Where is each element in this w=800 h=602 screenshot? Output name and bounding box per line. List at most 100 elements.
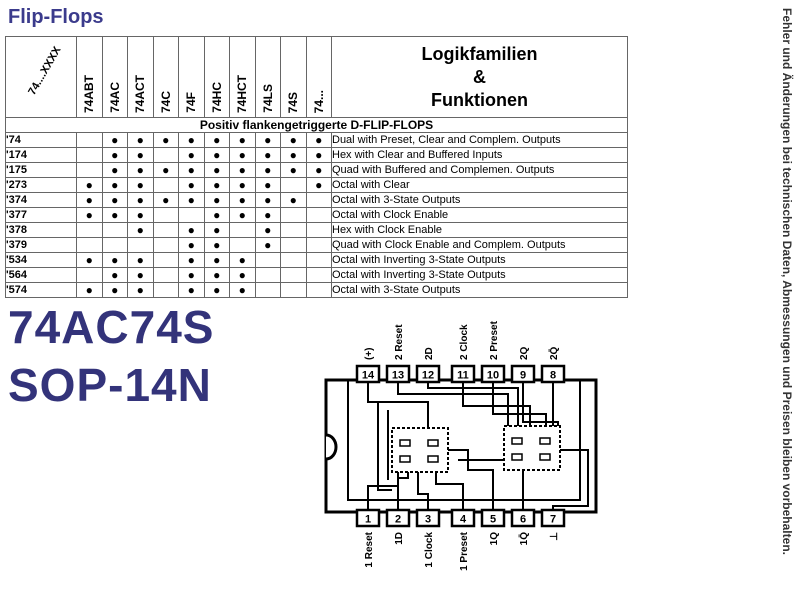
disclaimer-note: Fehler und Änderungen bei technischen Da… <box>780 8 794 555</box>
type-code: '377 <box>5 207 77 223</box>
availability-dot: ● <box>101 147 128 163</box>
empty-cell <box>152 177 179 193</box>
availability-dot: ● <box>203 177 230 193</box>
column-header: 74AC <box>101 36 128 118</box>
section-row: Positiv flankengetriggerte D-FLIP-FLOPS <box>5 117 628 133</box>
column-header: 74... <box>305 36 332 118</box>
availability-dot: ● <box>178 192 205 208</box>
availability-dot: ● <box>229 192 256 208</box>
availability-dot: ● <box>254 207 281 223</box>
table-row: '379●●●Quad with Clock Enable and Comple… <box>5 237 628 253</box>
pin-number: 1 <box>365 514 371 526</box>
pin-label: 2Q <box>519 346 530 360</box>
column-label: 74HC <box>209 82 224 113</box>
empty-cell <box>101 237 128 253</box>
pin-label: 2 Reset <box>394 324 405 360</box>
empty-cell <box>305 252 332 268</box>
table-header-row: 74....XXXX 74ABT 74AC 74ACT 74C 74F 74HC… <box>5 36 628 118</box>
table-row: '174●●●●●●●●Hex with Clear and Buffered … <box>5 147 628 163</box>
pin-box <box>450 364 476 384</box>
empty-cell <box>76 147 103 163</box>
empty-cell <box>76 237 103 253</box>
function-description: Octal with Inverting 3-State Outputs <box>331 252 628 268</box>
empty-cell <box>280 267 307 283</box>
pin-label: 2 Clock <box>459 324 470 360</box>
flip-flop-table: 74....XXXX 74ABT 74AC 74ACT 74C 74F 74HC… <box>5 36 628 298</box>
function-description: Octal with Clock Enable <box>331 207 628 223</box>
type-code: '175 <box>5 162 77 178</box>
empty-cell <box>305 207 332 223</box>
availability-dot: ● <box>203 132 230 148</box>
package-name: SOP-14N <box>8 359 212 411</box>
empty-cell <box>305 192 332 208</box>
pin-label: 2Q̄ <box>548 346 560 360</box>
flip-flop-1 <box>391 427 449 473</box>
availability-dot: ● <box>203 192 230 208</box>
empty-cell <box>280 222 307 238</box>
availability-dot: ● <box>254 237 281 253</box>
empty-cell <box>280 207 307 223</box>
availability-dot: ● <box>101 282 128 298</box>
availability-dot: ● <box>127 252 154 268</box>
empty-cell <box>152 207 179 223</box>
availability-dot: ● <box>127 132 154 148</box>
pin-box <box>415 508 441 528</box>
table-row: '273●●●●●●●●Octal with Clear <box>5 177 628 193</box>
pin-number: 8 <box>550 370 556 382</box>
availability-dot: ● <box>127 192 154 208</box>
pin-box <box>540 364 566 384</box>
column-label: 74F <box>184 92 199 113</box>
availability-dot: ● <box>280 132 307 148</box>
column-label: 74ABT <box>82 74 97 113</box>
empty-cell <box>305 222 332 238</box>
availability-dot: ● <box>178 222 205 238</box>
empty-cell <box>152 147 179 163</box>
pin-box <box>510 364 536 384</box>
availability-dot: ● <box>203 252 230 268</box>
pin-box <box>355 364 381 384</box>
function-description: Dual with Preset, Clear and Complem. Out… <box>331 132 628 148</box>
empty-cell <box>280 177 307 193</box>
part-number: 74AC74S <box>8 301 215 353</box>
table-row: '377●●●●●●Octal with Clock Enable <box>5 207 628 223</box>
pin-box <box>480 508 506 528</box>
availability-dot: ● <box>178 237 205 253</box>
header-line: & <box>473 66 486 87</box>
pin-label: 1Q <box>489 532 500 546</box>
availability-dot: ● <box>305 147 332 163</box>
availability-dot: ● <box>280 162 307 178</box>
type-code: '374 <box>5 192 77 208</box>
availability-dot: ● <box>101 162 128 178</box>
column-label: 74HCT <box>235 74 250 113</box>
pin-box <box>540 508 566 528</box>
empty-cell <box>305 282 332 298</box>
pin-box <box>355 508 381 528</box>
empty-cell <box>76 267 103 283</box>
availability-dot: ● <box>254 222 281 238</box>
pin-number: 3 <box>425 514 431 526</box>
availability-dot: ● <box>127 282 154 298</box>
availability-dot: ● <box>101 132 128 148</box>
availability-dot: ● <box>305 177 332 193</box>
function-description: Octal with Clear <box>331 177 628 193</box>
type-code: '564 <box>5 267 77 283</box>
pin-number: 6 <box>520 514 526 526</box>
availability-dot: ● <box>280 192 307 208</box>
type-code: '273 <box>5 177 77 193</box>
availability-dot: ● <box>178 177 205 193</box>
pin-number: 5 <box>490 514 496 526</box>
function-description: Octal with 3-State Outputs <box>331 282 628 298</box>
column-header: 74S <box>280 36 307 118</box>
availability-dot: ● <box>229 162 256 178</box>
availability-dot: ● <box>178 132 205 148</box>
empty-cell <box>280 282 307 298</box>
table-row: '574●●●●●●Octal with 3-State Outputs <box>5 282 628 298</box>
empty-cell <box>76 222 103 238</box>
table-row: '175●●●●●●●●●Quad with Buffered and Comp… <box>5 162 628 178</box>
empty-cell <box>152 222 179 238</box>
column-header: 74C <box>152 36 179 118</box>
pin-number: 10 <box>487 370 499 382</box>
availability-dot: ● <box>127 177 154 193</box>
availability-dot: ● <box>203 147 230 163</box>
empty-cell <box>152 237 179 253</box>
